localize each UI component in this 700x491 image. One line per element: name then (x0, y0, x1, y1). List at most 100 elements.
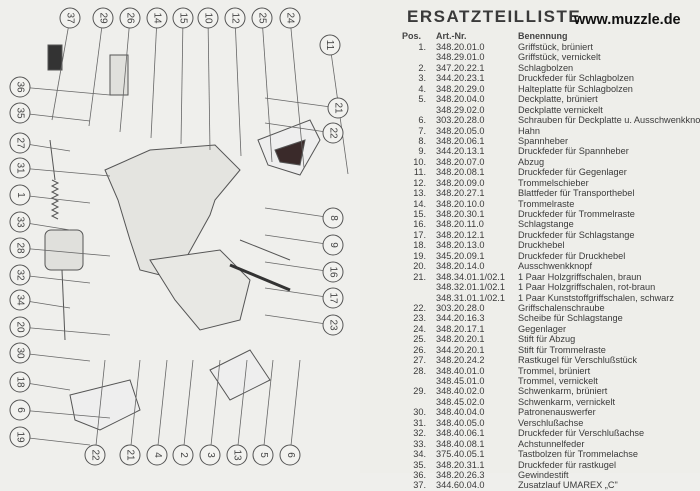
callout-number: 6 (284, 452, 296, 458)
column-header-art-nr: Art.-Nr. (436, 31, 467, 41)
callout-number: 29 (97, 12, 109, 24)
leader-line (19, 247, 111, 257)
part-position: 3. (418, 73, 426, 84)
part-name: Trommel, brüniert (518, 365, 591, 376)
part-position: 16. (413, 219, 426, 230)
part-article-number: 348.20.01.0 (436, 42, 485, 52)
leader-line (19, 274, 91, 284)
leader-line (264, 261, 334, 273)
callout-left-8: 34 (9, 289, 31, 311)
callout-left-10: 30 (9, 342, 31, 364)
part-position: 34. (413, 449, 426, 460)
part-position: 5. (418, 94, 426, 105)
part-name: Trommelraste (518, 198, 575, 209)
part-name: Druckfeder für Gegenlager (518, 167, 627, 178)
callout-bottom-6: 5 (252, 444, 274, 466)
part-name: Gegenlager (518, 323, 567, 334)
callout-left-7: 32 (9, 264, 31, 286)
callout-number: 22 (89, 449, 101, 461)
leader-line (264, 234, 334, 246)
callout-left-3: 31 (9, 157, 31, 179)
part-position: 36. (413, 469, 426, 480)
column-header-benennung: Benennung (518, 31, 568, 41)
part-article-number: 348.20.13.0 (436, 240, 485, 251)
part-position: 35. (413, 459, 426, 470)
callout-top-9: 11 (319, 34, 341, 56)
callout-top-5: 10 (197, 7, 219, 29)
part-article-number: 348.20.05.0 (436, 125, 485, 136)
part-position: 9. (418, 146, 426, 157)
part-article-number: 348.20.09.0 (436, 177, 485, 188)
leader-line (264, 207, 334, 219)
part-article-number: 375.40.05.1 (436, 449, 485, 460)
leader-line (264, 97, 339, 109)
part-name: Trommelschieber (518, 177, 589, 188)
leader-line (236, 359, 248, 456)
part-article-number: 348.20.10.0 (436, 198, 485, 209)
part-article-number: 348.20.27.1 (436, 188, 485, 199)
callout-number: 32 (14, 269, 26, 281)
callout-bottom-2: 4 (146, 444, 168, 466)
part-name: 1 Paar Holzgriffschalen, rot-braun (518, 282, 656, 293)
callout-number: 34 (14, 294, 26, 306)
callout-bottom-0: 22 (84, 444, 106, 466)
callout-number: 30 (14, 347, 26, 359)
callout-left-1: 35 (9, 102, 31, 124)
part-name: Ausschwenkknopf (518, 261, 593, 272)
part-name: Druckfeder für Trommelraste (518, 209, 635, 219)
part-name: Schrauben für Deckplatte u. Ausschwenkkn… (518, 115, 700, 126)
callout-number: 11 (324, 39, 336, 51)
part-article-number: 348.45.01.0 (436, 376, 485, 386)
part-name: 1 Paar Kunststoffgriffschalen, schwarz (518, 292, 674, 303)
leader-line (289, 17, 305, 169)
callout-number: 20 (14, 321, 26, 333)
part-position: 33. (413, 438, 426, 449)
part-position: 7. (418, 125, 426, 136)
leader-line (234, 17, 242, 157)
leader-line (19, 436, 91, 446)
table-row: 3. 344.20.23.1 Druckfeder für Schlagbolzen (360, 73, 700, 83)
part-position: 37. (413, 480, 426, 491)
part-position: 13. (413, 188, 426, 199)
part-name: Patronenauswerfer (518, 407, 596, 418)
callout-right-4: 16 (322, 261, 344, 283)
part-name: Schlagstange (518, 219, 574, 230)
part-article-number: 344.20.23.1 (436, 73, 485, 84)
part-position: 20. (413, 261, 426, 272)
part-name: Druckfeder für Verschlußachse (518, 428, 645, 439)
part-name: Druckfeder für Schlagbolzen (518, 73, 634, 84)
callout-number: 21 (124, 449, 136, 461)
part-position: 18. (413, 240, 426, 251)
callout-number: 14 (151, 12, 163, 24)
callout-left-0: 36 (9, 76, 31, 98)
part-article-number: 344.20.16.3 (436, 313, 485, 324)
part-article-number: 348.34.01.1/02.1 (436, 271, 505, 282)
callout-top-0: 37 (59, 7, 81, 29)
leader-line (129, 359, 141, 456)
leader-line (156, 359, 168, 456)
callout-number: 5 (257, 452, 269, 458)
part-article-number: 348.29.01.0 (436, 52, 485, 63)
callout-number: 15 (177, 12, 189, 24)
callout-right-3: 9 (322, 234, 344, 256)
cylinder-part (44, 229, 84, 271)
part-article-number: 303.20.28.0 (436, 302, 485, 313)
part-position: 19. (413, 250, 426, 261)
callout-number: 17 (327, 292, 339, 304)
callout-number: 18 (14, 376, 26, 388)
part-position: 12. (413, 177, 426, 188)
callout-right-2: 8 (322, 207, 344, 229)
part-name: Blattfeder für Transporthebel (518, 188, 635, 199)
